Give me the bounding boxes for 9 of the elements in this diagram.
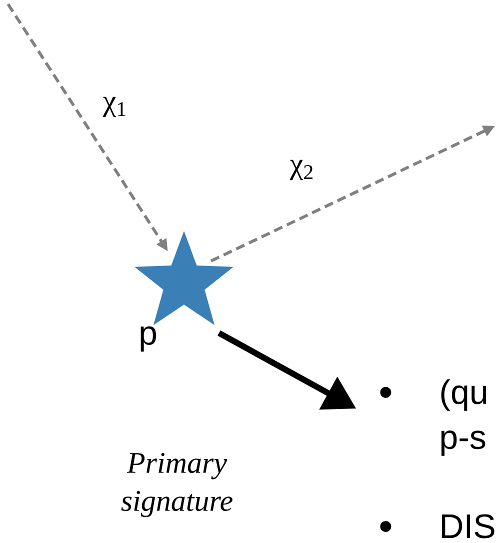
star-shape bbox=[134, 231, 234, 326]
edge-label: χ$_{1}$ bbox=[102, 96, 128, 118]
handwritten-caption: Primary signature bbox=[121, 452, 232, 518]
node-label: DIS bbox=[442, 514, 494, 538]
bullet-item: (qu p-s bbox=[380, 379, 486, 456]
edge-label: χ$_{2}$ bbox=[288, 158, 316, 182]
bullet-item: DIS bbox=[380, 514, 494, 538]
node-caption: p bbox=[140, 326, 156, 352]
node-label: (qu p-s bbox=[441, 379, 486, 456]
